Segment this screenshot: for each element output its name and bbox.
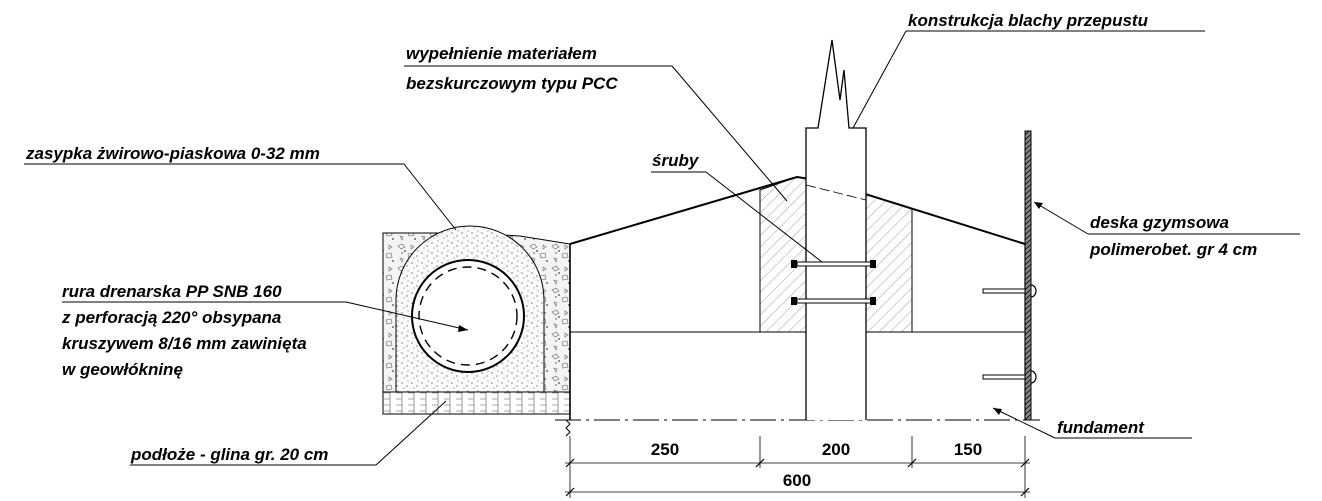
leader-sruby	[651, 171, 823, 263]
break-marks	[565, 419, 571, 437]
dim-600: 600	[783, 471, 811, 490]
dim-200: 200	[822, 440, 850, 459]
subsoil-layer	[382, 391, 571, 415]
leader-konstrukcja	[852, 30, 1205, 129]
leader-podloze	[130, 400, 447, 466]
leader-zasypka	[24, 163, 457, 231]
drainage-pipe	[411, 259, 525, 373]
dim-250: 250	[651, 440, 679, 459]
label-rura-1: rura drenarska PP SNB 160	[62, 282, 282, 301]
dimension-lines	[565, 436, 1030, 498]
culvert-sheet	[805, 39, 867, 420]
label-rura-4: w geowłókninę	[62, 360, 183, 379]
anchor-upper	[982, 284, 1037, 298]
label-podloze: podłoże - glina gr. 20 cm	[130, 445, 328, 464]
leader-rura	[62, 301, 469, 332]
bolt-lower	[791, 297, 876, 305]
label-rura-3: kruszywem 8/16 mm zawinięta	[62, 334, 307, 353]
leader-wypelnienie	[404, 65, 788, 202]
label-fundament: fundament	[1057, 418, 1145, 437]
bolt-upper	[791, 260, 876, 268]
label-deska-2: polimerobet. gr 4 cm	[1089, 240, 1257, 259]
cornice-board	[1024, 130, 1032, 421]
label-wypelnienie-1: wypełnienie materiałem	[406, 44, 597, 63]
label-wypelnienie-2: bezskurczowym typu PCC	[406, 74, 618, 93]
label-sruby: śruby	[652, 151, 700, 170]
label-zasypka: zasypka żwirowo-piaskowa 0-32 mm	[25, 144, 320, 163]
anchor-lower	[982, 370, 1037, 384]
dim-150: 150	[954, 440, 982, 459]
label-deska-1: deska gzymsowa	[1090, 213, 1229, 232]
leader-deska	[1033, 201, 1300, 235]
label-rura-2: z perforacją 220° obsypana	[61, 308, 281, 327]
pcc-fill	[759, 176, 913, 333]
leader-fundament	[992, 407, 1192, 439]
label-konstrukcja: konstrukcja blachy przepustu	[908, 11, 1149, 30]
